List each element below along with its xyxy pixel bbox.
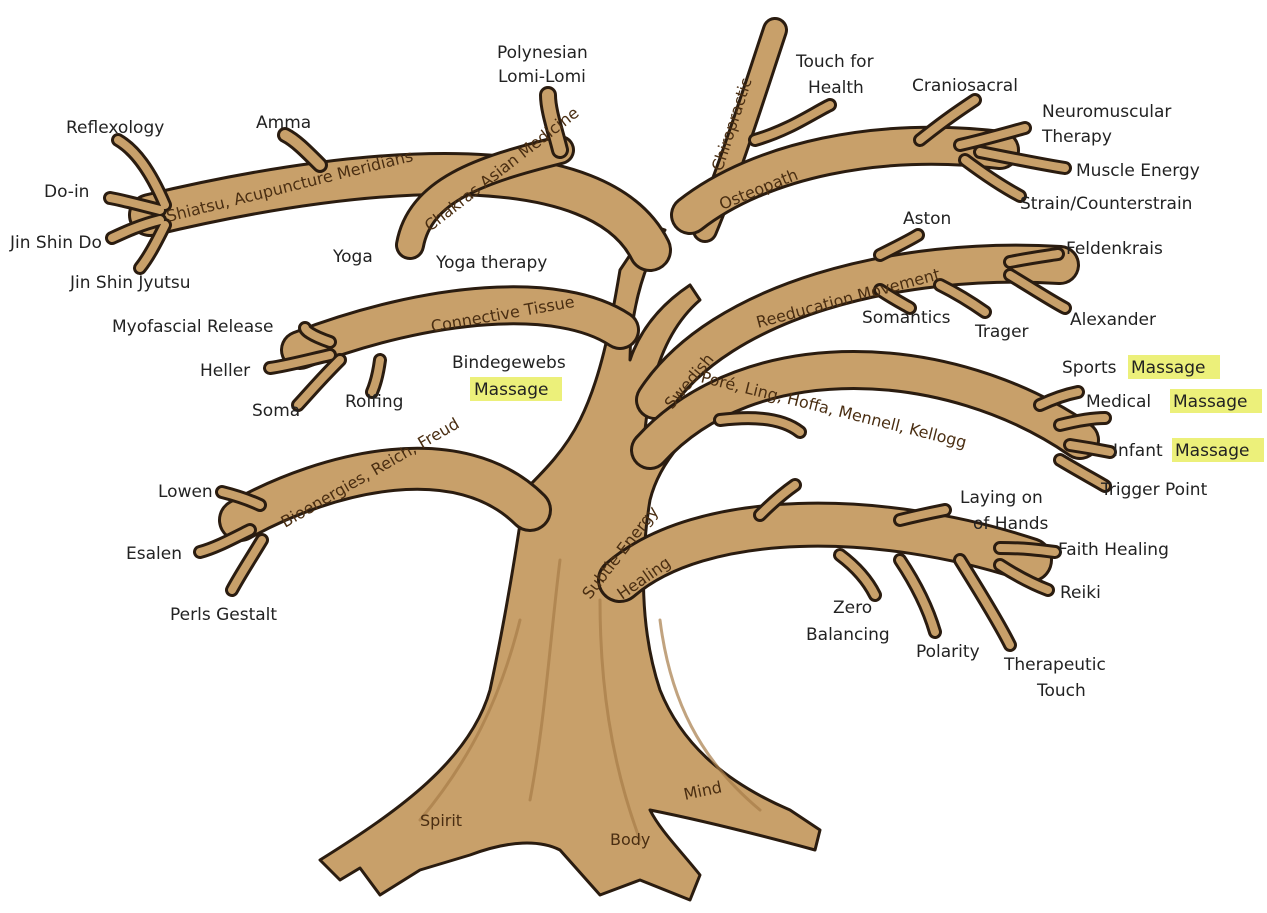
label-laying-on: Laying on: [960, 488, 1043, 508]
label-trigger-point: Trigger Point: [1100, 480, 1208, 500]
label-perls-gestalt: Perls Gestalt: [170, 605, 277, 625]
label-medical-massage: Massage: [1173, 392, 1247, 412]
label-health: Health: [808, 78, 864, 98]
label-strain-counterstrain: Strain/Counterstrain: [1020, 194, 1192, 214]
label-polynesian: Polynesian: [497, 43, 588, 63]
label-balancing: Balancing: [806, 625, 890, 645]
label-do-in: Do-in: [44, 182, 89, 202]
label-myofascial: Myofascial Release: [112, 317, 273, 337]
label-lowen: Lowen: [158, 482, 213, 502]
label-polarity: Polarity: [916, 642, 980, 662]
label-neuromuscular: Neuromuscular: [1042, 102, 1171, 122]
label-jin-shin-do: Jin Shin Do: [9, 233, 102, 253]
label-jin-shin-jyutsu: Jin Shin Jyutsu: [69, 273, 191, 293]
label-therapy: Therapy: [1041, 127, 1112, 147]
label-trager: Trager: [974, 322, 1029, 342]
label-esalen: Esalen: [126, 544, 182, 564]
label-somantics: Somantics: [862, 308, 951, 328]
label-zero: Zero: [833, 598, 872, 618]
label-alexander: Alexander: [1070, 310, 1156, 330]
label-therapeutic: Therapeutic: [1003, 655, 1106, 675]
label-touch: Touch: [1036, 681, 1086, 701]
label-faith-healing: Faith Healing: [1058, 540, 1169, 560]
label-medical: Medical: [1086, 392, 1151, 412]
root-label-spirit: Spirit: [420, 811, 462, 830]
label-muscle-energy: Muscle Energy: [1076, 161, 1200, 181]
label-reflexology: Reflexology: [66, 118, 164, 138]
label-heller: Heller: [200, 361, 250, 381]
label-lomi-lomi: Lomi-Lomi: [498, 67, 586, 87]
label-yoga: Yoga: [332, 247, 373, 267]
label-soma: Soma: [252, 401, 300, 421]
label-aston: Aston: [903, 209, 951, 229]
label-reiki: Reiki: [1060, 583, 1101, 603]
root-label-body: Body: [610, 830, 650, 849]
label-touch-for: Touch for: [795, 52, 874, 72]
label-craniosacral: Craniosacral: [912, 76, 1018, 96]
label-sports: Sports: [1062, 358, 1117, 378]
label-sports-massage: Massage: [1131, 358, 1205, 378]
label-of-hands: of Hands: [973, 514, 1049, 534]
label-amma: Amma: [256, 113, 311, 133]
label-infant: Infant: [1113, 441, 1163, 461]
label-rolfing: Rolfing: [345, 392, 403, 412]
label-bindegewebs-massage: Massage: [474, 380, 548, 400]
label-yoga-therapy: Yoga therapy: [435, 253, 547, 273]
label-bindegewebs: Bindegewebs: [452, 353, 566, 373]
label-infant-massage: Massage: [1175, 441, 1249, 461]
label-feldenkrais: Feldenkrais: [1066, 239, 1163, 259]
